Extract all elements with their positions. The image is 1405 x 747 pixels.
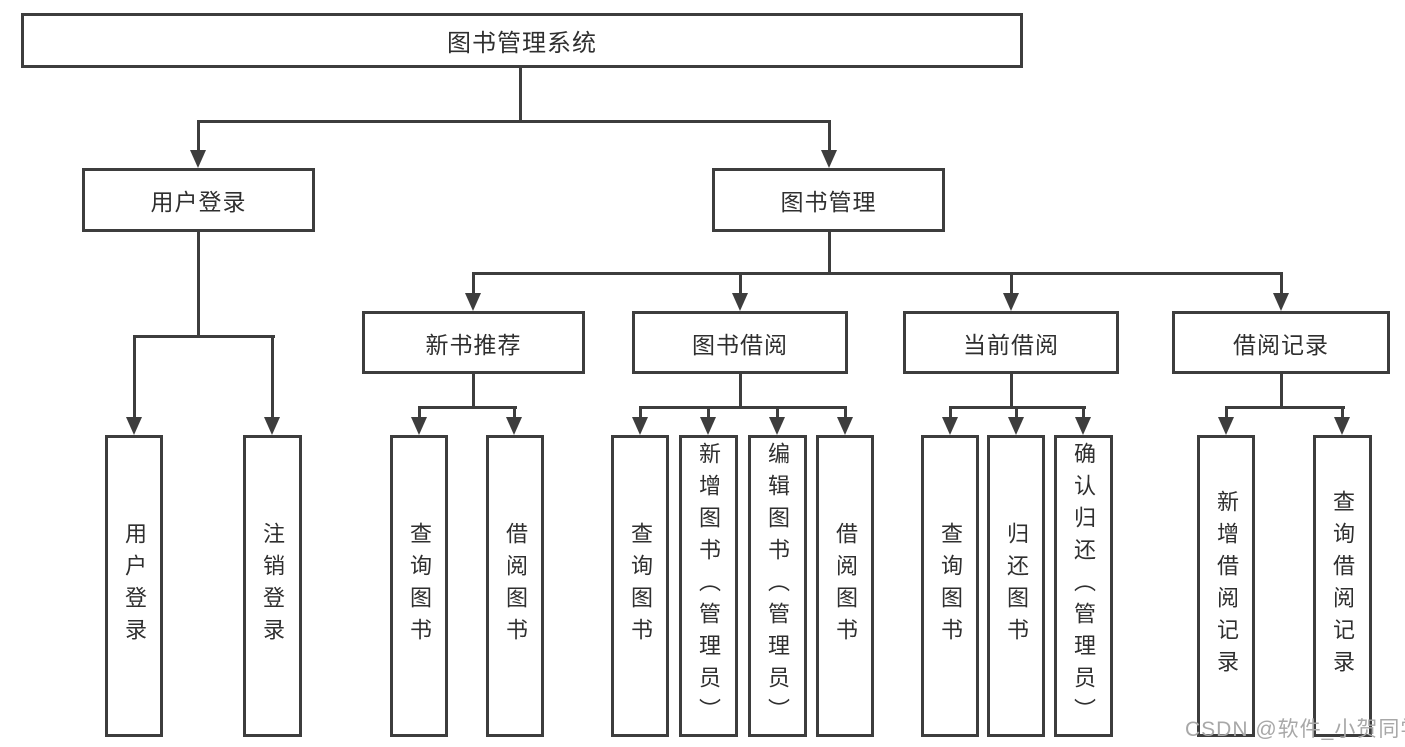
connector-line: [519, 68, 522, 122]
node-label: 归还图书: [1004, 522, 1029, 650]
connector-line: [776, 406, 779, 420]
node-label: 当前借阅: [963, 331, 1059, 358]
connector-line: [197, 232, 200, 338]
connector-line: [513, 406, 516, 420]
node-label: 借阅记录: [1233, 331, 1329, 358]
connector-line: [1280, 374, 1283, 409]
node-label: 新增借阅记录: [1214, 490, 1239, 682]
connector-line: [418, 406, 421, 420]
arrowhead-icon: [411, 417, 427, 435]
connector-line: [133, 335, 275, 338]
leaf-query-books-recommend: 查询图书: [390, 435, 448, 737]
arrowhead-icon: [700, 417, 716, 435]
node-label: 新书推荐: [425, 331, 522, 358]
arrowhead-icon: [1075, 417, 1091, 435]
connector-line: [472, 374, 475, 409]
arrowhead-icon: [1003, 293, 1019, 311]
leaf-add-books-admin: 新增图书（管理员）: [679, 435, 738, 737]
arrowhead-icon: [465, 293, 481, 311]
arrowhead-icon: [942, 417, 958, 435]
arrowhead-icon: [1334, 417, 1350, 435]
connector-line: [472, 272, 1282, 275]
connector-line: [1010, 272, 1013, 296]
node-label: 编辑图书（管理员）: [765, 442, 790, 730]
node-borrow-records: 借阅记录: [1172, 311, 1390, 374]
connector-line: [418, 406, 517, 409]
leaf-logout: 注销登录: [243, 435, 302, 737]
leaf-borrow-books-recommend: 借阅图书: [486, 435, 544, 737]
node-book-management: 图书管理: [712, 168, 945, 232]
connector-line: [1225, 406, 1228, 420]
connector-line: [271, 335, 274, 421]
leaf-return-books: 归还图书: [987, 435, 1045, 737]
arrowhead-icon: [264, 417, 280, 435]
node-label: 用户登录: [122, 522, 147, 650]
connector-line: [739, 374, 742, 409]
node-label: 查询图书: [407, 522, 432, 650]
node-label: 查询图书: [628, 522, 653, 650]
node-book-borrowing: 图书借阅: [632, 311, 848, 374]
node-root-library-system: 图书管理系统: [21, 13, 1023, 68]
connector-line: [1082, 406, 1085, 420]
connector-line: [707, 406, 710, 420]
connector-line: [639, 406, 847, 409]
arrowhead-icon: [190, 150, 206, 168]
arrowhead-icon: [506, 417, 522, 435]
arrowhead-icon: [1218, 417, 1234, 435]
arrowhead-icon: [632, 417, 648, 435]
node-label: 图书管理系统: [447, 30, 597, 57]
connector-line: [472, 272, 475, 296]
node-label: 确认归还（管理员）: [1071, 442, 1096, 730]
connector-line: [133, 335, 136, 421]
leaf-query-borrow-record: 查询借阅记录: [1313, 435, 1372, 737]
connector-line: [828, 120, 831, 154]
connector-line: [639, 406, 642, 420]
connector-line: [1015, 406, 1018, 420]
csdn-watermark: CSDN @软件_小贺同学: [1185, 718, 1405, 741]
leaf-borrow-books: 借阅图书: [816, 435, 874, 737]
node-label: 借阅图书: [503, 522, 528, 650]
arrowhead-icon: [1008, 417, 1024, 435]
arrowhead-icon: [732, 293, 748, 311]
arrowhead-icon: [837, 417, 853, 435]
arrowhead-icon: [821, 150, 837, 168]
connector-line: [949, 406, 952, 420]
connector-line: [197, 120, 200, 154]
connector-line: [739, 272, 742, 296]
leaf-confirm-return-admin: 确认归还（管理员）: [1054, 435, 1113, 737]
node-label: 图书借阅: [692, 331, 788, 358]
node-current-borrowing: 当前借阅: [903, 311, 1119, 374]
connector-line: [197, 120, 831, 123]
connector-line: [844, 406, 847, 420]
leaf-edit-books-admin: 编辑图书（管理员）: [748, 435, 807, 737]
connector-line: [828, 232, 831, 275]
node-label: 查询图书: [938, 522, 963, 650]
node-label: 借阅图书: [833, 522, 858, 650]
connector-line: [1341, 406, 1344, 420]
connector-line: [1010, 374, 1013, 409]
arrowhead-icon: [1273, 293, 1289, 311]
arrowhead-icon: [126, 417, 142, 435]
node-label: 新增图书（管理员）: [696, 442, 721, 730]
leaf-query-books-borrowing: 查询图书: [611, 435, 669, 737]
leaf-add-borrow-record: 新增借阅记录: [1197, 435, 1255, 737]
node-label: 用户登录: [150, 189, 247, 215]
leaf-query-books-current: 查询图书: [921, 435, 979, 737]
leaf-user-login: 用户登录: [105, 435, 163, 737]
node-user-login: 用户登录: [82, 168, 315, 232]
node-new-book-recommend: 新书推荐: [362, 311, 585, 374]
arrowhead-icon: [769, 417, 785, 435]
node-label: 图书管理: [780, 189, 877, 215]
connector-line: [1225, 406, 1345, 409]
node-label: 查询借阅记录: [1330, 490, 1355, 682]
connector-line: [1280, 272, 1283, 296]
node-label: 注销登录: [260, 522, 285, 650]
